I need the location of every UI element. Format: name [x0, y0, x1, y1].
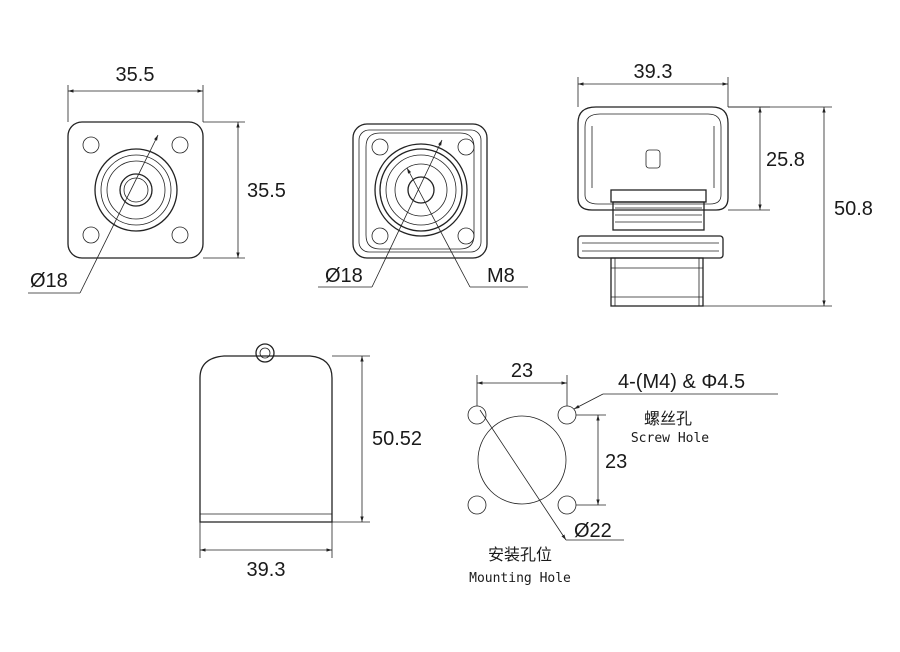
cap-width-label: 39.3 — [247, 559, 286, 581]
front-outer-ring — [94, 148, 178, 232]
front-view: 35.5 35.5 Ø18 — [28, 64, 286, 294]
mounting-hole-en-label: Mounting Hole — [469, 571, 571, 586]
mount-screw-hole-br — [557, 495, 577, 515]
mount-cutout-diameter-label: Ø22 — [574, 520, 612, 542]
rear-bolt-hole-tl — [371, 138, 389, 156]
mounting-view: 23 23 4-(M4) & Φ4.5 螺丝孔 Screw Hole Ø22 安… — [467, 360, 778, 586]
mounting-hole-cn-label: 安装孔位 — [488, 545, 552, 564]
side-upper-height-label: 25.8 — [766, 149, 805, 171]
front-bolt-hole-tl — [82, 136, 100, 154]
side-flange — [577, 235, 724, 259]
mount-screw-hole-tr — [557, 405, 577, 425]
mount-spacing-h-label: 23 — [511, 360, 533, 382]
rear-center-pin — [407, 176, 435, 204]
side-cap — [577, 106, 729, 211]
rear-view: Ø18 M8 — [318, 123, 528, 288]
front-width-label: 35.5 — [116, 64, 155, 86]
side-latch — [645, 149, 661, 169]
rear-flange — [352, 123, 488, 259]
mount-cutout — [477, 415, 567, 505]
side-view: 39.3 25.8 50.8 — [577, 61, 873, 307]
screw-hole-en-label: Screw Hole — [631, 431, 709, 446]
rear-diameter-label: Ø18 — [325, 265, 363, 287]
cap-loop — [255, 343, 275, 363]
rear-bolt-hole-bl — [371, 227, 389, 245]
front-center-pin — [119, 173, 153, 207]
rear-bolt-hole-br — [457, 227, 475, 245]
rear-thread-label: M8 — [487, 265, 515, 287]
mount-spacing-v-label: 23 — [605, 451, 627, 473]
rear-outer-ring — [374, 143, 468, 237]
side-rear-stub — [610, 257, 704, 307]
cap-view: 50.52 39.3 — [199, 343, 422, 581]
mount-hole-spec-label: 4-(M4) & Φ4.5 — [618, 371, 745, 393]
front-bolt-hole-br — [171, 226, 189, 244]
side-width-label: 39.3 — [634, 61, 673, 83]
front-bolt-hole-bl — [82, 226, 100, 244]
rear-bolt-hole-tr — [457, 138, 475, 156]
side-total-height-label: 50.8 — [834, 198, 873, 220]
cap-height-label: 50.52 — [372, 428, 422, 450]
front-height-label: 35.5 — [247, 180, 286, 202]
front-bolt-hole-tr — [171, 136, 189, 154]
front-diameter-label: Ø18 — [30, 270, 68, 292]
front-flange — [67, 121, 204, 259]
mount-screw-hole-bl — [467, 495, 487, 515]
screw-hole-cn-label: 螺丝孔 — [644, 409, 692, 428]
cap-body — [199, 355, 333, 523]
